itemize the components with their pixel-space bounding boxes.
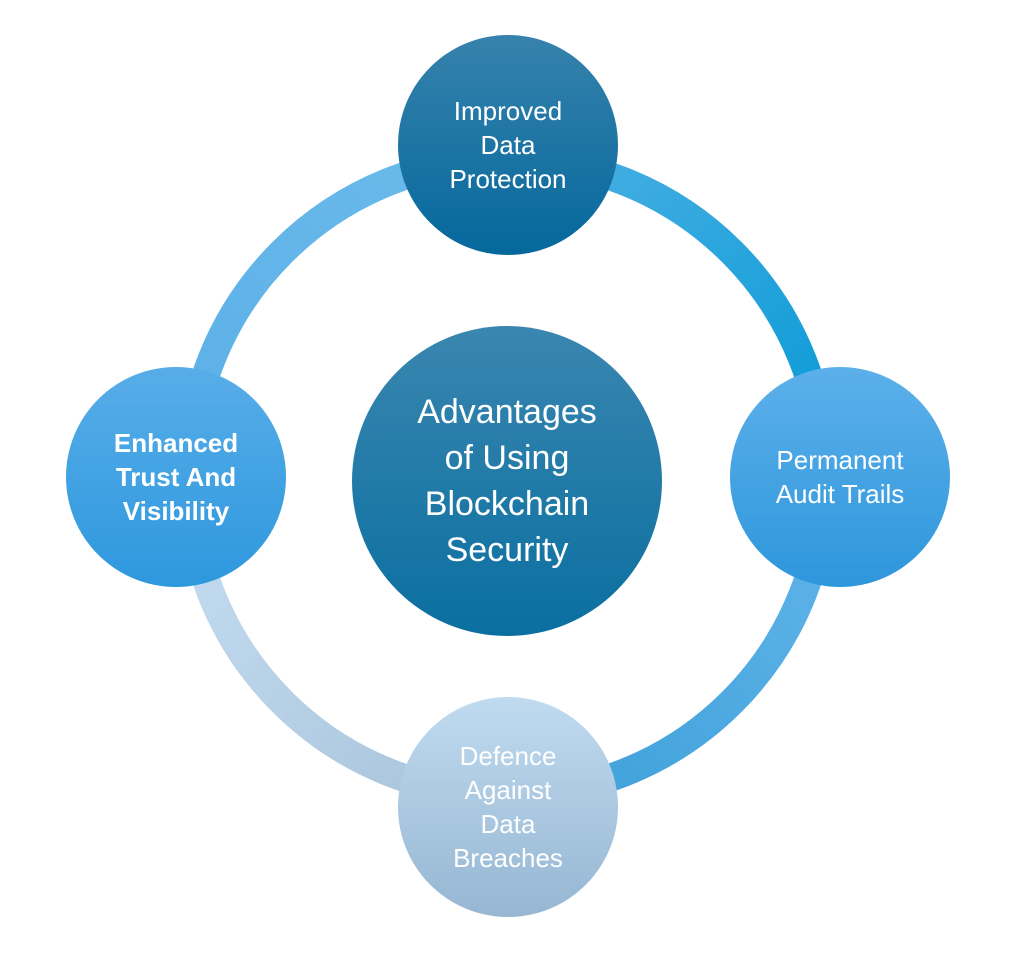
node-circle-bottom [398, 697, 618, 917]
center-circle [352, 326, 662, 636]
node-circle-top [398, 35, 618, 255]
node-circle-right [730, 367, 950, 587]
node-label-enhanced-trust-and-visibility: Enhanced Trust And Visibility [113, 428, 239, 526]
node-circle-left [66, 367, 286, 587]
center-title: Advantages of Using Blockchain Security [417, 393, 597, 569]
node-label-permanent-audit-trails: Permanent Audit Trails [775, 445, 905, 509]
node-label-defence-against-data-breaches: Defence Against Data Breaches [453, 741, 563, 873]
node-label-improved-data-protection: Improved Data Protection [449, 96, 567, 194]
